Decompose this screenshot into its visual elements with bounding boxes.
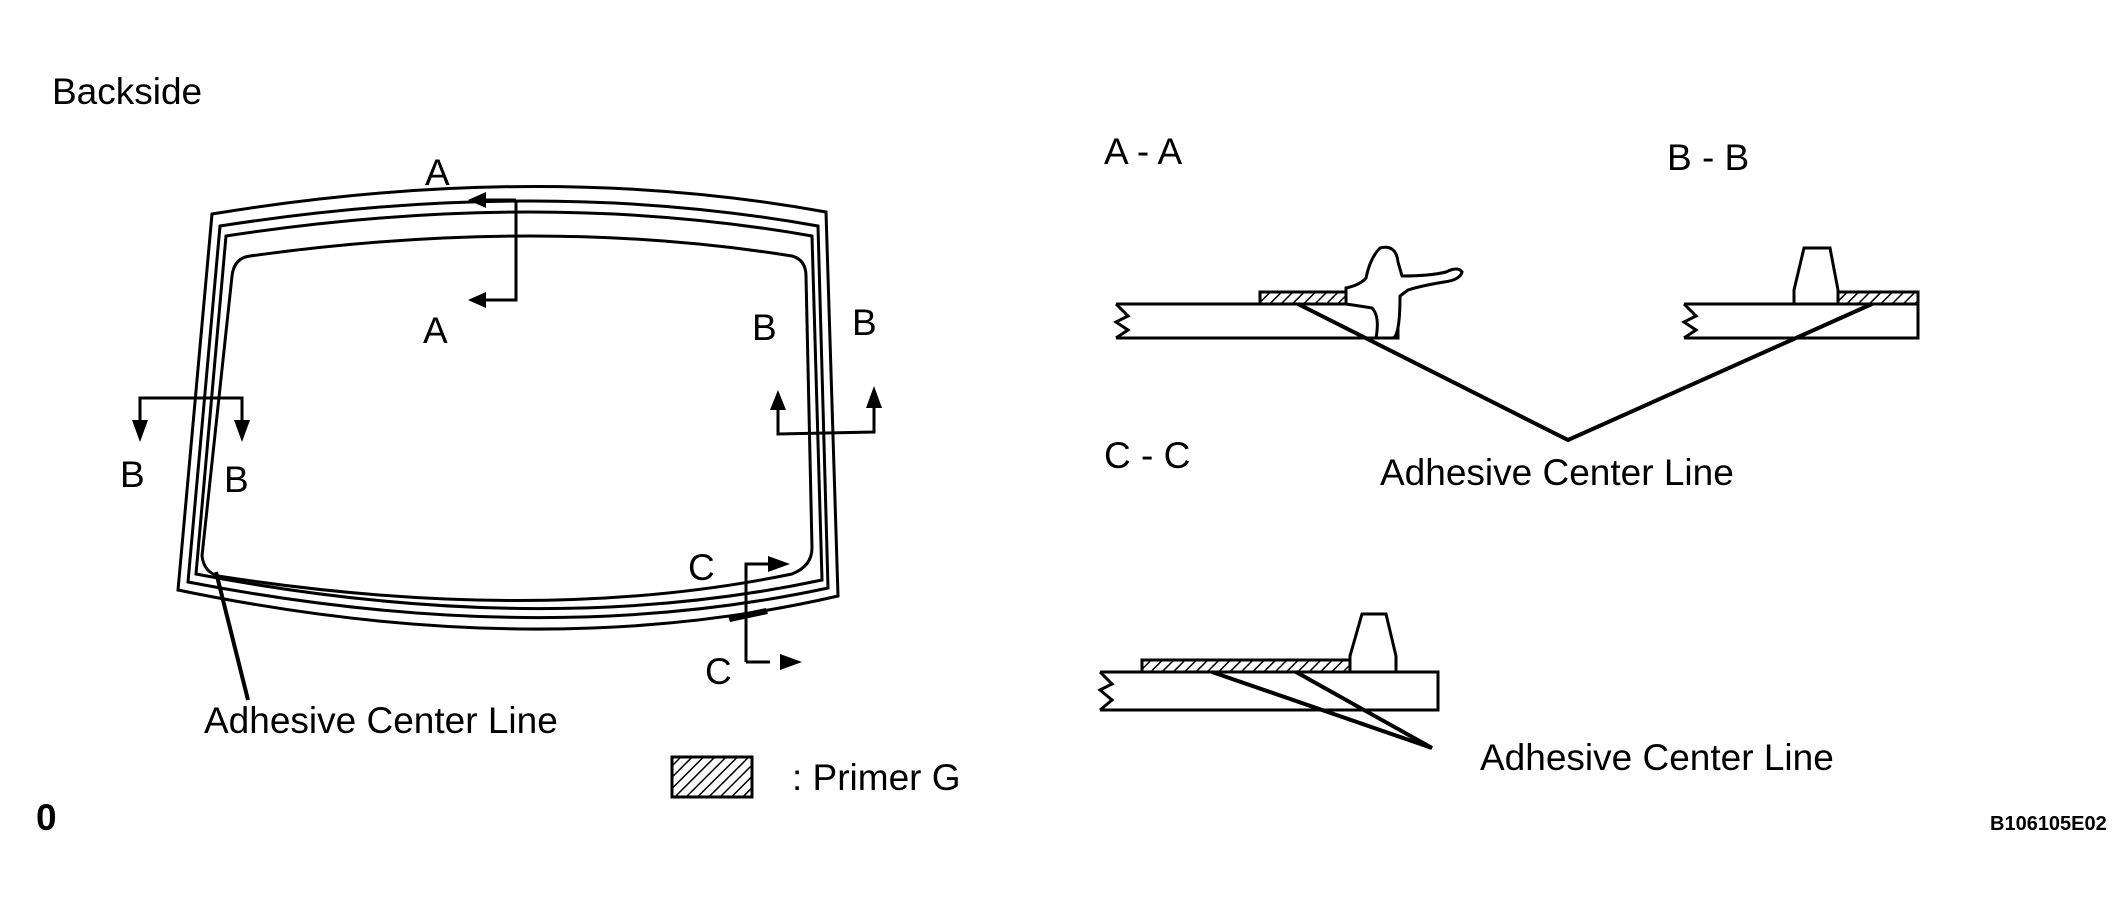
section-a-marker: A A — [423, 152, 518, 351]
section-c-label-bottom: C — [705, 651, 732, 692]
view-label: Backside — [52, 71, 202, 112]
adhesive-line-outer — [186, 199, 830, 620]
glass-inner-edge — [200, 234, 814, 602]
section-a-label-bottom: A — [423, 310, 448, 351]
adhesive-leader-left — [214, 571, 250, 701]
section-a-label-top: A — [425, 152, 450, 193]
primer-swatch — [670, 755, 754, 799]
section-b-right-marker: B B — [752, 302, 882, 436]
figure-id: B106105E02 — [1990, 813, 2107, 835]
primer-legend: : Primer G — [670, 755, 961, 799]
adhesive-line-inner — [194, 210, 824, 611]
adhesive-leader-bottom — [1211, 670, 1433, 750]
section-aa-title: A - A — [1104, 131, 1182, 172]
primer-legend-label: : Primer G — [792, 757, 961, 798]
adhesive-label-left: Adhesive Center Line — [204, 700, 558, 741]
section-cc-drawing — [1097, 612, 1440, 750]
section-aa-drawing — [1113, 245, 1464, 340]
section-b-left-label-2: B — [224, 459, 249, 500]
primer-mark — [728, 608, 768, 622]
section-bb-title: B - B — [1667, 137, 1749, 178]
section-bb-drawing — [1681, 246, 1920, 340]
windshield-outer-edge — [176, 185, 840, 631]
section-b-right-label-2: B — [852, 302, 877, 343]
section-c-marker: C C — [688, 547, 802, 692]
section-b-right-label-1: B — [752, 307, 777, 348]
corner-mark: 0 — [36, 797, 57, 838]
section-b-left-label-1: B — [120, 454, 145, 495]
section-cc-title: C - C — [1104, 435, 1190, 476]
adhesive-leader-middle — [1297, 302, 1873, 443]
windshield — [176, 185, 840, 631]
adhesive-label-middle: Adhesive Center Line — [1380, 452, 1734, 493]
section-b-left-marker: B B — [120, 396, 250, 500]
section-c-label-top: C — [688, 547, 715, 588]
adhesive-label-bottom: Adhesive Center Line — [1480, 737, 1834, 778]
